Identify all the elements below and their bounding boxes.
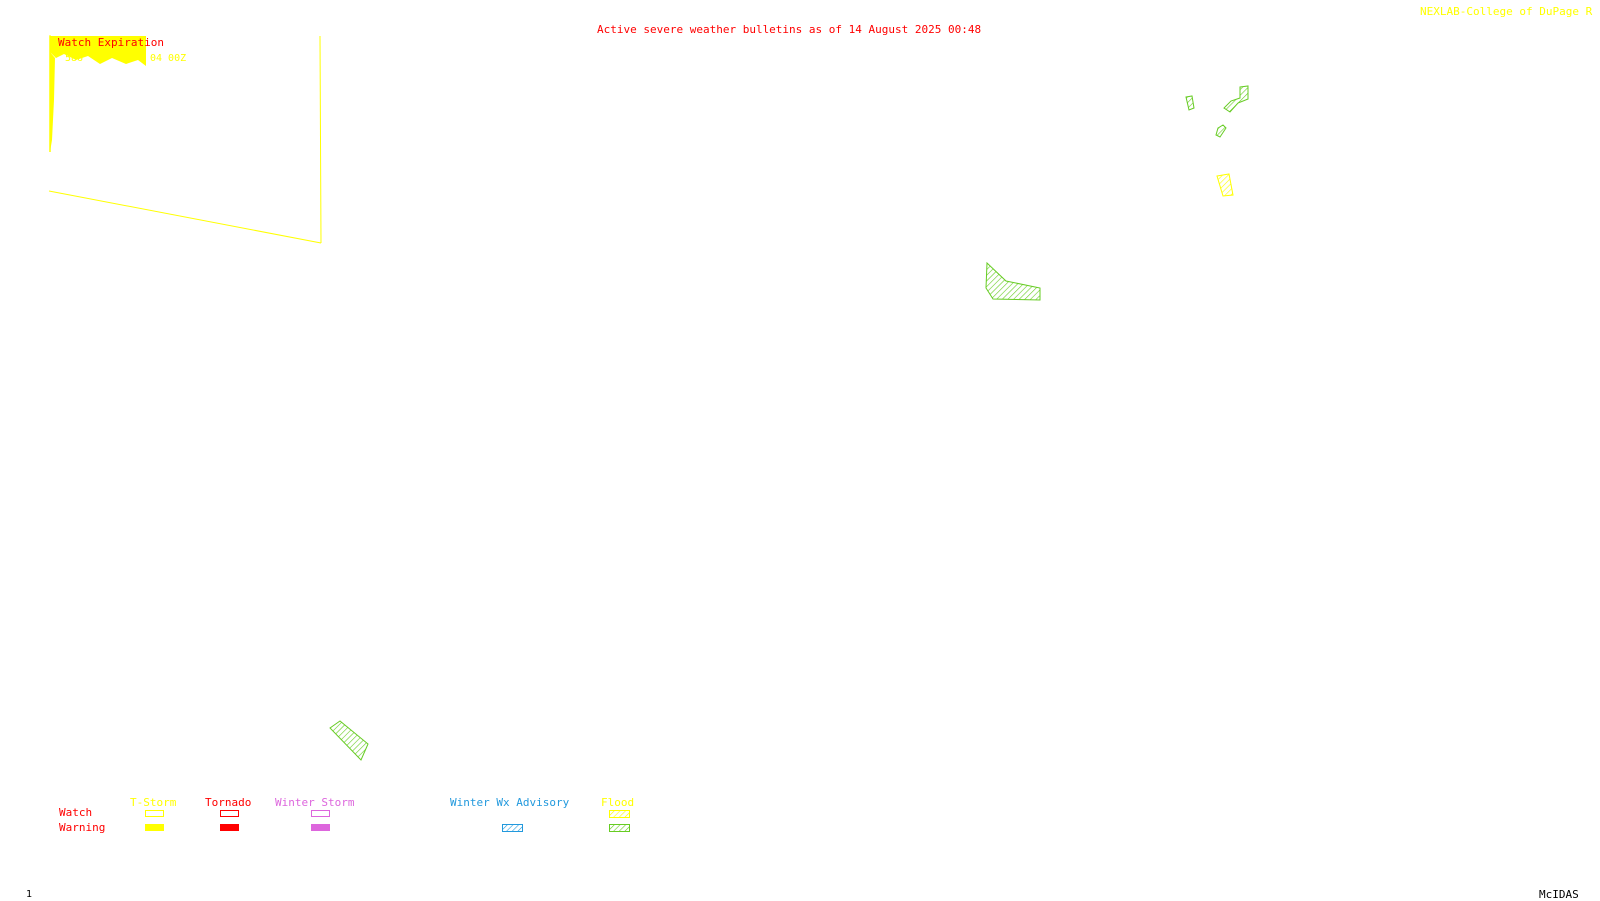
legend-flood-warning-swatch [609,824,630,832]
flood-warning-area-1 [1185,95,1195,111]
legend-winter-advisory-label: Winter Wx Advisory [450,796,570,809]
legend-tornado-warning-swatch [220,824,239,831]
legend-winter-storm-label: Winter Storm [275,796,355,809]
legend-winter-storm-watch-swatch [311,810,330,817]
legend-winter-advisory-swatch [502,824,523,832]
watch-number: 586 [65,53,84,64]
flood-watch-area-1 [1216,173,1234,197]
flood-warning-area-3 [1215,124,1227,138]
watch-expiration-time: 04 00Z [150,53,187,64]
legend-flood-label: Flood [601,796,635,809]
watch-edge-fill [50,52,55,152]
software-label: McIDAS [1539,888,1579,901]
flood-warning-area-5 [329,720,369,761]
watch-box-right-edge [319,35,322,244]
legend-row-watch: Watch [59,806,93,819]
legend-tstorm-watch-swatch [145,810,164,817]
legend-row-warning: Warning [59,821,106,834]
legend-tstorm-warning-swatch [145,824,164,831]
legend-tstorm-label: T-Storm [130,796,177,809]
legend-winter-storm-warning-swatch [311,824,330,831]
watch-box-title: Watch Expiration [58,36,164,49]
credit-label: NEXLAB-College of DuPage R [1420,5,1593,18]
legend-tornado-watch-swatch [220,810,239,817]
flood-warning-area-2 [1223,85,1249,113]
watch-box-bottom-edge [48,190,322,244]
legend-flood-watch-swatch [609,810,630,818]
watch-label-fill [50,36,146,66]
frame-number: 1 [26,889,33,900]
page-title: Active severe weather bulletins as of 14… [597,23,982,36]
flood-warning-area-4 [985,261,1041,301]
legend-tornado-label: Tornado [205,796,252,809]
